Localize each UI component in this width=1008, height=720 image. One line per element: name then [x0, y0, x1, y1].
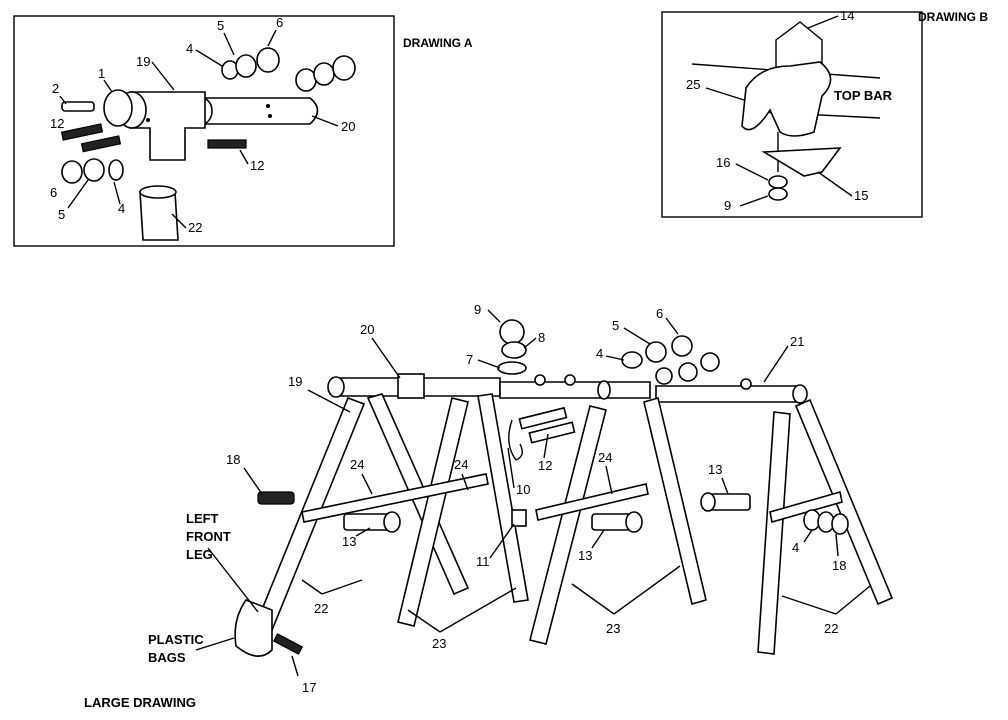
main-leaders — [195, 309, 871, 677]
callout-4: 4 — [596, 346, 603, 361]
callout-4-b: 4 — [792, 540, 799, 555]
left-front-label-1: LEFT — [186, 511, 219, 526]
top-bar-middle — [499, 374, 651, 400]
callout-b-16: 16 — [716, 155, 730, 170]
washer-9 — [768, 187, 788, 201]
callout-20: 20 — [360, 322, 374, 337]
drawing-b-title: DRAWING B — [918, 10, 988, 24]
callout-13-a: 13 — [342, 534, 356, 549]
left-front-label-2: FRONT — [186, 529, 231, 544]
callout-b-15: 15 — [854, 188, 868, 203]
tube-20 — [191, 97, 319, 125]
nut-16 — [768, 175, 788, 189]
leg-mid-left-a — [397, 397, 469, 627]
callout-17: 17 — [302, 680, 316, 695]
callout-b-25: 25 — [686, 77, 700, 92]
callout-a-2: 2 — [52, 81, 59, 96]
lower-hardware — [61, 158, 124, 184]
leg-mid-left-b — [477, 393, 529, 603]
callout-23-b: 23 — [606, 621, 620, 636]
callout-8: 8 — [538, 330, 545, 345]
callout-a-6: 6 — [276, 15, 283, 30]
drawing-b: DRAWING B TOP BAR 14 25 16 9 15 — [661, 8, 988, 218]
callout-a-20: 20 — [341, 119, 355, 134]
callout-b-9: 9 — [724, 198, 731, 213]
upper-hardware — [221, 47, 356, 92]
callout-22-b: 22 — [824, 621, 838, 636]
callout-b-14: 14 — [840, 8, 854, 23]
bolt-12-left — [60, 123, 122, 153]
drawing-a: DRAWING A — [13, 15, 473, 247]
callout-7: 7 — [466, 352, 473, 367]
callout-a-22: 22 — [188, 220, 202, 235]
callout-24-b: 24 — [454, 457, 468, 472]
callout-13-b: 13 — [578, 548, 592, 563]
callout-10: 10 — [516, 482, 530, 497]
leg-tube-22 — [139, 185, 179, 241]
callout-9: 9 — [474, 302, 481, 317]
top-fittings — [497, 319, 720, 385]
callout-a-12: 12 — [50, 116, 64, 131]
callout-6: 6 — [656, 306, 663, 321]
callout-12: 12 — [538, 458, 552, 473]
callout-11: 11 — [476, 554, 490, 569]
left-front-label-3: LEG — [186, 547, 213, 562]
pin-2 — [61, 101, 95, 112]
callout-a-1: 1 — [98, 66, 105, 81]
clamp-25 — [741, 61, 832, 137]
callout-22-a: 22 — [314, 601, 328, 616]
leg-right-b — [794, 398, 894, 606]
callout-24-a: 24 — [350, 457, 364, 472]
callout-24-c: 24 — [598, 450, 612, 465]
callout-a-5b: 5 — [58, 207, 65, 222]
drawing-b-leaders — [705, 15, 853, 207]
callout-a-4b: 4 — [118, 201, 125, 216]
drawing-b-frame — [661, 11, 923, 218]
callout-19: 19 — [288, 374, 302, 389]
callout-21: 21 — [790, 334, 804, 349]
bolt-12-lower — [207, 139, 247, 149]
drawing-b-callouts: 14 25 16 9 15 — [686, 8, 868, 213]
drawing-a-leaders — [59, 29, 339, 229]
callout-5: 5 — [612, 318, 619, 333]
callout-a-19: 19 — [136, 54, 150, 69]
callout-a-4: 4 — [186, 41, 193, 56]
leg-mid-right-b — [643, 397, 707, 605]
callout-a-6b: 6 — [50, 185, 57, 200]
hook-and-bolts — [508, 406, 576, 461]
callout-18-b: 18 — [832, 558, 846, 573]
plastic-bag-foot — [234, 599, 304, 657]
bracket-15 — [761, 147, 842, 177]
top-bar-left — [327, 373, 501, 399]
cap-1 — [103, 89, 133, 127]
plugs-13-18 — [257, 491, 849, 535]
large-drawing: LEFT FRONT LEG PLASTIC BAGS LARGE DRAWIN… — [84, 302, 894, 710]
callout-a-12b: 12 — [250, 158, 264, 173]
callout-13-c: 13 — [708, 462, 722, 477]
plastic-label: PLASTIC — [148, 632, 204, 647]
hanger-14 — [775, 21, 823, 68]
leg-right-a — [757, 411, 791, 655]
cross-braces-24 — [301, 473, 843, 524]
drawing-a-frame — [13, 15, 395, 247]
top-bar-right — [655, 378, 808, 404]
top-bar-label: TOP BAR — [834, 88, 893, 103]
main-callouts: 9 8 7 5 6 4 20 21 19 12 10 18 24 24 24 1… — [226, 302, 846, 695]
leg-mid-right-a — [529, 405, 607, 645]
bags-label: BAGS — [148, 650, 186, 665]
clip-11 — [511, 509, 527, 527]
callout-23-a: 23 — [432, 636, 446, 651]
drawing-a-callouts: 5 6 4 1 19 2 12 20 12 6 5 4 22 — [50, 15, 355, 235]
callout-18: 18 — [226, 452, 240, 467]
callout-a-5: 5 — [217, 18, 224, 33]
drawing-a-title: DRAWING A — [403, 36, 473, 50]
large-drawing-title: LARGE DRAWING — [84, 695, 196, 710]
